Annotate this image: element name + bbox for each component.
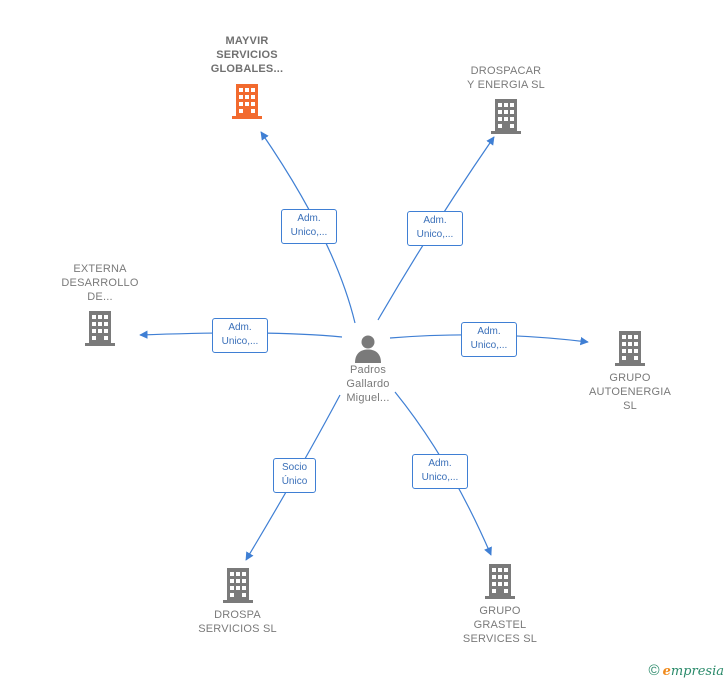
company-name-line: DROSPA [214,609,261,621]
relation-text-line: Unico,... [221,336,259,347]
company-node-drospa[interactable]: DROSPA SERVICIOS SL [180,568,295,636]
brand-initial: e [662,663,671,679]
empresia-brand[interactable]: © empresia [649,662,724,679]
company-name-line: GRASTEL [473,619,527,631]
company-name-line: Y ENERGIA SL [466,79,545,91]
company-name-line: EXTERNA [73,263,127,275]
company-node-mayvir[interactable]: MAYVIR SERVICIOS GLOBALES... [192,34,302,120]
relation-label-externa[interactable]: Adm. Unico,... [212,318,268,353]
company-name-line: MAYVIR [225,35,269,47]
building-icon [222,568,253,603]
building-icon [232,84,262,119]
brand-name: mpresia [670,663,724,679]
company-name-line: DE... [87,291,113,303]
building-icon [491,99,521,134]
relation-label-drospacar[interactable]: Adm. Unico,... [407,211,463,246]
relation-text-line: Adm. [477,326,501,337]
building-icon [485,564,515,599]
relation-text-line: Adm. [423,215,447,226]
company-name-line: GRUPO [479,605,521,617]
company-name-line: SERVICIOS [216,49,278,61]
relation-label-autoenergia[interactable]: Adm. Unico,... [461,322,517,357]
company-name-line: DROSPACAR [470,65,542,77]
company-node-externa[interactable]: EXTERNA DESARROLLO DE... [50,262,150,347]
relation-text-line: Unico,... [470,340,508,351]
building-icon [85,311,115,346]
company-name-line: SERVICES SL [462,633,538,645]
person-name-line-2: Gallardo [346,378,390,390]
company-name-line: AUTOENERGIA [588,386,672,398]
copyright-icon: © [648,662,660,679]
relation-text-line: Unico,... [421,472,459,483]
brand-logo: empresia [663,663,724,679]
relation-text-line: Socio [281,462,307,473]
company-node-autoenergia[interactable]: GRUPO AUTOENERGIA SL [575,331,685,413]
relation-text-line: Unico,... [416,229,454,240]
person-name-line-3: Miguel... [346,392,390,404]
relation-text-line: Unico,... [290,227,328,238]
relation-text-line: Adm. [428,458,452,469]
relation-text-line: Adm. [228,322,252,333]
person-icon [355,335,381,363]
company-name-line: SERVICIOS SL [198,623,277,635]
relation-text-line: Único [281,476,308,487]
company-name-line: DESARROLLO [61,277,139,289]
relation-label-drospa[interactable]: Socio Único [273,458,316,493]
person-name-line-1: Padros [349,364,387,376]
person-node[interactable]: Padros Gallardo Miguel... [333,333,403,405]
company-name-line: GLOBALES... [210,63,284,75]
company-name-line: GRUPO [609,372,651,384]
relation-label-mayvir[interactable]: Adm. Unico,... [281,209,337,244]
building-icon [615,331,645,366]
company-node-drospacar[interactable]: DROSPACAR Y ENERGIA SL [446,64,566,135]
relation-text-line: Adm. [297,213,321,224]
company-name-line: SL [623,400,637,412]
relation-label-grastel[interactable]: Adm. Unico,... [412,454,468,489]
company-node-grastel[interactable]: GRUPO GRASTEL SERVICES SL [445,564,555,646]
